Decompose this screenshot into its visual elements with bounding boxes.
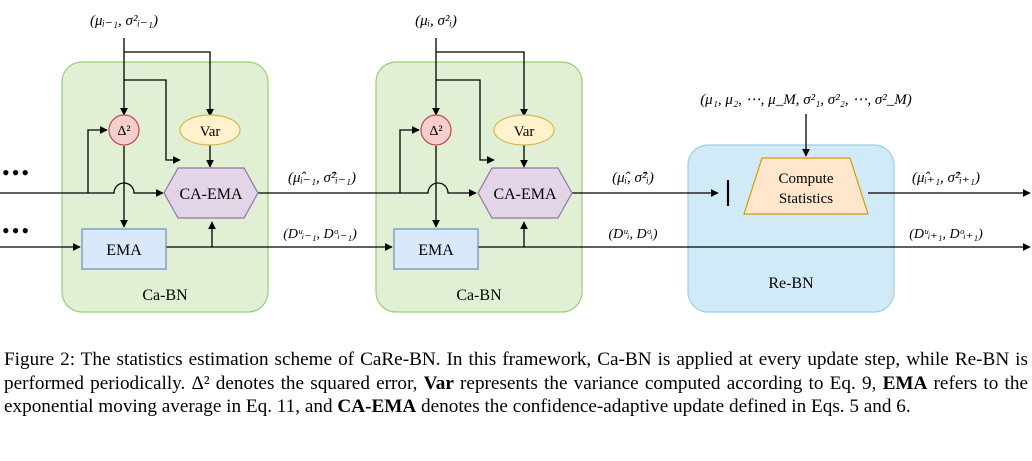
output-d-rebn: (Dᵘᵢ₊₁, Dᵒᵢ₊₁) [909, 227, 983, 242]
caption-ema: EMA [882, 372, 928, 394]
var-label-1: Var [200, 124, 221, 140]
output-stats-2: (μ̂ᵢ, σ̂²ᵢ) [612, 170, 654, 186]
ema-node-1 [81, 228, 167, 270]
output-stats-1: (μ̂ᵢ₋₁, σ̂²ᵢ₋₁) [288, 170, 356, 186]
caption-var: Var [423, 372, 454, 394]
ema-label-1: EMA [106, 242, 142, 259]
output-d-2: (Dᵘᵢ, Dᵒᵢ) [608, 227, 657, 242]
caption-part1: The statistics estimation scheme of CaRe… [4, 349, 1028, 394]
caption-part3: represents the variance computed accordi… [453, 372, 883, 394]
ca-ema-node-2 [477, 167, 573, 219]
re-bn-label: Re-BN [768, 275, 814, 292]
caption-delta: Δ² [191, 372, 210, 394]
input-stats-rebn: (μ₁, μ₂, ⋯, μ_M, σ²₁, σ²₂, ⋯, σ²_M) [700, 92, 912, 108]
figure-caption: Figure 2: The statistics estimation sche… [4, 348, 1028, 419]
caption-caema: CA-EMA [337, 396, 417, 417]
output-d-1: (Dᵘᵢ₋₁, Dᵒᵢ₋₁) [283, 227, 357, 242]
compute-label-line2: Statistics [779, 191, 833, 207]
caption-prefix: Figure 2: [4, 349, 76, 370]
caption-part4: refers to the exponential moving average… [4, 372, 1028, 418]
ca-bn-label-2: Ca-BN [456, 287, 502, 304]
ellipsis-top: ••• [2, 160, 31, 185]
ema-node-2 [393, 228, 479, 270]
delta-node-2 [420, 114, 452, 146]
ellipsis-bottom: ••• [2, 218, 31, 243]
ca-ema-label-2: CA-EMA [493, 186, 557, 203]
compute-statistics-node [743, 157, 869, 215]
var-node-1 [179, 114, 241, 146]
var-label-2: Var [514, 124, 535, 140]
delta-label-2: Δ² [429, 124, 442, 139]
caption-part5: denotes the confidence-adaptive update d… [416, 396, 911, 417]
caption-part2: denotes the squared error, [209, 372, 424, 394]
delta-node-1 [108, 114, 140, 146]
input-stats-2: (μᵢ, σ²ᵢ) [415, 13, 457, 29]
ca-bn-label-1: Ca-BN [142, 287, 188, 304]
var-node-2 [493, 114, 555, 146]
ca-ema-label-1: CA-EMA [179, 186, 243, 203]
ema-label-2: EMA [418, 242, 454, 259]
ca-ema-node-1 [163, 167, 259, 219]
caren-bn-diagram: ••• ••• [0, 13, 1031, 313]
input-stats-1: (μᵢ₋₁, σ²ᵢ₋₁) [90, 13, 158, 29]
output-stats-rebn: (μ̂ᵢ₊₁, σ̂²ᵢ₊₁) [912, 170, 980, 186]
delta-label-1: Δ² [117, 124, 130, 139]
compute-label-line1: Compute [779, 171, 834, 187]
